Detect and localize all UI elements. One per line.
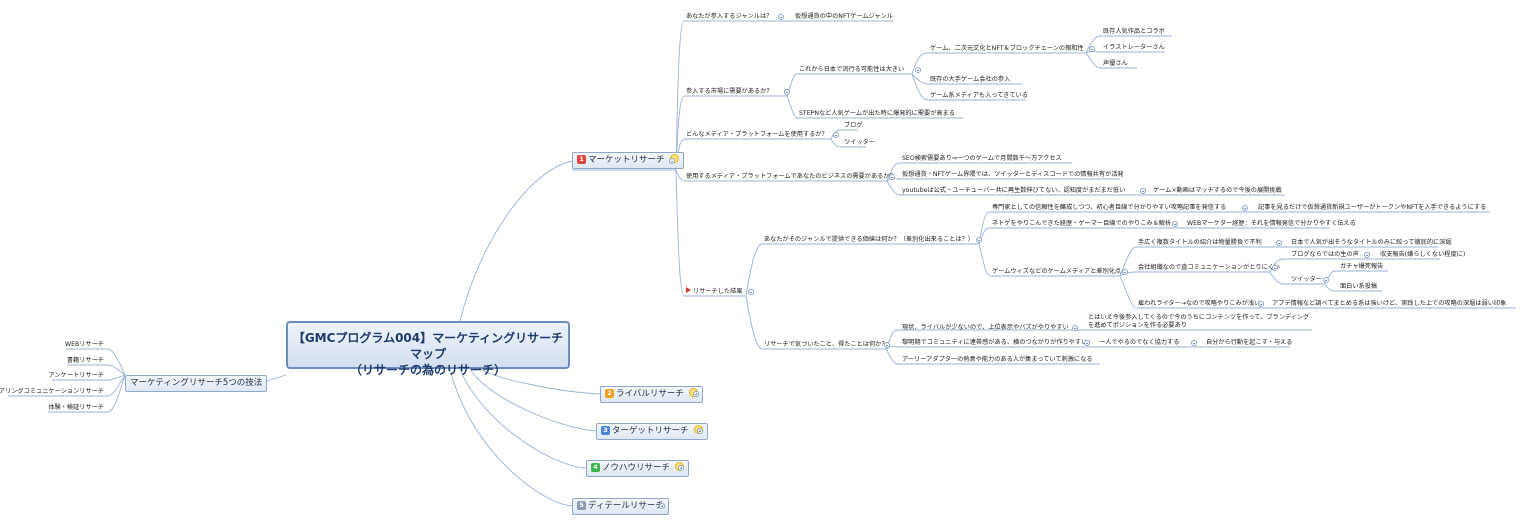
- node-video-plan[interactable]: ゲーム×動画はマッチするので今後の展開挑戦: [1153, 187, 1282, 194]
- node-twitter[interactable]: ツイッター: [844, 139, 875, 146]
- collapse-toggle[interactable]: [1258, 301, 1264, 307]
- priority-2-icon: 2: [605, 389, 614, 398]
- branch-label: ディテールリサーチ: [588, 501, 664, 511]
- branch-label: ノウハウリサーチ: [602, 463, 671, 473]
- node-newcomer-guide[interactable]: 記事を見るだけで仮想通貨新規ユーザーがトークンやNFTを入手できるようにする: [1258, 204, 1487, 211]
- collapse-toggle[interactable]: [1089, 46, 1095, 52]
- collapse-toggle[interactable]: [1140, 188, 1146, 194]
- expand-toggle-detail[interactable]: [659, 503, 665, 509]
- branch-label: マーケティングリサーチ5つの技法: [130, 378, 263, 388]
- node-game-media[interactable]: ゲーム系メディアも入ってきている: [930, 92, 1028, 99]
- collapse-toggle[interactable]: [1072, 325, 1078, 331]
- branch-label: ライバルリサーチ: [616, 389, 684, 399]
- collapse-toggle[interactable]: [915, 67, 921, 73]
- branch-label: マーケットリサーチ: [588, 155, 665, 165]
- node-direct-communication[interactable]: 会社組織なので直コミュニケーションがとりにくい: [1138, 264, 1281, 271]
- collapse-toggle[interactable]: [1122, 269, 1128, 275]
- branch-research-methods[interactable]: マーケティングリサーチ5つの技法: [125, 375, 268, 392]
- node-take-action[interactable]: 自分から行動を起こす・与える: [1206, 339, 1293, 346]
- method-books[interactable]: 書籍リサーチ: [66, 357, 104, 364]
- node-q4-platform-demand[interactable]: 使用するメディア・プラットフォームであなたのビジネスの需要があるか？: [686, 173, 896, 180]
- collapse-toggle-market[interactable]: [669, 158, 675, 164]
- node-expert-articles[interactable]: 専門家としての信頼性を醸成しつつ、初心者目線で分かりやすい攻略記事を発信する: [992, 204, 1227, 211]
- node-q1-genre[interactable]: あなたが参入するジャンルは？: [686, 13, 773, 20]
- method-survey[interactable]: アンケートリサーチ: [48, 372, 104, 379]
- priority-1-icon: 1: [577, 155, 586, 164]
- priority-3-icon: 3: [601, 426, 610, 435]
- central-topic[interactable]: 【GMCプログラム004】マーケティングリサーチマップ （リサーチの為のリサーチ…: [286, 321, 570, 377]
- collapse-toggle[interactable]: [1272, 265, 1278, 271]
- collapse-toggle[interactable]: [778, 14, 784, 20]
- expand-toggle-knowhow[interactable]: [678, 465, 684, 471]
- expand-toggle-rival[interactable]: [693, 391, 699, 397]
- node-insights[interactable]: リサーチで気づいたこと、得たことは何か？: [764, 341, 888, 348]
- node-q2-affinity[interactable]: ゲーム、二次元文化とNFT＆ブロックチェーンの親和性: [930, 45, 1084, 52]
- node-many-titles[interactable]: 手広く複数タイトルの紹介は物量勝負で不利: [1138, 239, 1262, 246]
- collapse-toggle[interactable]: [1172, 221, 1178, 227]
- node-youtube[interactable]: youtubeは公式・ユーチューバー共に再生数伸びてない。認知度がまだまだ低い: [902, 187, 1126, 194]
- node-branding[interactable]: とはいえ今後参入してくるので今のうちにコンテンツを作って、ブランディングを進めて…: [1088, 314, 1310, 329]
- collapse-toggle[interactable]: [976, 237, 982, 243]
- priority-5-icon: 5: [577, 501, 586, 510]
- node-funny-posts[interactable]: 面白い系投稿: [1340, 283, 1378, 290]
- node-hired-writers[interactable]: 雇われライター→なので攻略やりこみが浅い: [1138, 300, 1261, 307]
- node-gacha-report[interactable]: ガチャ爆死報告: [1340, 263, 1384, 270]
- collapse-toggle[interactable]: [784, 89, 790, 95]
- node-voice-actor[interactable]: 声優さん: [1103, 60, 1128, 67]
- collapse-toggle[interactable]: [1364, 252, 1370, 258]
- method-experience[interactable]: 体験・検証リサーチ: [48, 404, 104, 411]
- node-update-info[interactable]: アプデ情報など調べてまとめる系は強いけど、実践した上での攻略の深堀は弱い印象: [1272, 300, 1507, 307]
- node-twitter-discord[interactable]: 仮想通貨・NFTゲーム界隈では、ツイッターとディスコードでの情報共有が活発: [902, 171, 1124, 178]
- node-blog-voice[interactable]: ブログならではの生の声: [1291, 251, 1359, 258]
- expand-toggle-target[interactable]: [697, 428, 703, 434]
- flag-icon: [686, 287, 691, 293]
- node-research-result[interactable]: リサーチした結果: [686, 287, 743, 296]
- node-twitter-posts[interactable]: ツイッター: [1291, 276, 1322, 283]
- collapse-toggle[interactable]: [1276, 240, 1282, 246]
- node-q1-answer[interactable]: 仮想通貨の中のNFTゲームジャンル: [795, 13, 893, 20]
- node-deep-dive[interactable]: 日本で人気が出そうなタイトルのみに絞って徹底的に深堀: [1291, 239, 1452, 246]
- collapse-toggle[interactable]: [1084, 340, 1090, 346]
- central-subtitle: （リサーチの為のリサーチ）: [349, 363, 506, 377]
- method-hearing[interactable]: ヒアリングコミュニケーションリサーチ: [0, 388, 104, 395]
- collapse-toggle[interactable]: [884, 342, 890, 348]
- central-title: 【GMCプログラム004】マーケティングリサーチマップ: [292, 331, 564, 361]
- node-big-companies[interactable]: 既存の大手ゲーム会社の参入: [930, 76, 1011, 83]
- node-collab[interactable]: 既存人気作品とコラボ: [1103, 28, 1165, 35]
- node-web-marketer[interactable]: WEBマーケター経歴：それを情報発信で分かりやすく伝える: [1187, 220, 1356, 227]
- node-cooperate[interactable]: 一人でやるのでなく協力する: [1099, 339, 1180, 346]
- collapse-toggle[interactable]: [833, 132, 839, 138]
- node-q3-platform[interactable]: どんなメディア・プラットフォームを使用するか？: [686, 131, 828, 138]
- collapse-toggle[interactable]: [1323, 277, 1329, 283]
- collapse-toggle[interactable]: [748, 289, 754, 295]
- method-web[interactable]: WEBリサーチ: [64, 341, 104, 348]
- node-illustrator[interactable]: イラストレーターさん: [1103, 44, 1165, 51]
- collapse-toggle[interactable]: [889, 174, 895, 180]
- node-stepn[interactable]: STEPNなど人気ゲームが出た時に爆発的に需要が高まる: [799, 110, 955, 117]
- node-q2-answer[interactable]: これから日本で流行る可能性は大きい: [799, 66, 905, 73]
- node-community[interactable]: 黎明期でコミュニティに連帯感がある、横のつながりが作りやすい: [902, 339, 1088, 346]
- priority-4-icon: 4: [591, 463, 600, 472]
- node-income-report[interactable]: 収支報告(嫌らしくない程度に): [1380, 251, 1466, 258]
- node-q2-demand[interactable]: 参入する市場に需要があるか？: [686, 88, 773, 95]
- node-gamer-view[interactable]: ネトゲをやりこんできた経歴・ゲーマー目線でのやりこみ＆解析: [992, 220, 1172, 227]
- collapse-toggle[interactable]: [1191, 340, 1197, 346]
- branch-label: ターゲットリサーチ: [612, 426, 689, 436]
- node-differentiation[interactable]: ゲームウィズなどのゲームメディアと差別化点: [992, 268, 1122, 275]
- node-seo[interactable]: SEO検索需要あり⇒一つのゲームで月間数千～万アクセス: [902, 155, 1062, 162]
- node-few-rivals[interactable]: 現状、ライバルが少ないので、上位表示やバズがやりやすい: [902, 324, 1069, 331]
- node-early-adopters[interactable]: アーリーアダプターの熱意や能力のある人が集まっていて刺激になる: [902, 356, 1093, 363]
- collapse-toggle[interactable]: [1242, 205, 1248, 211]
- node-blog[interactable]: ブログ: [844, 122, 863, 129]
- node-value[interactable]: あなたがそのジャンルで提供できる価値は何か？（差別化出来ることは？）: [764, 236, 974, 243]
